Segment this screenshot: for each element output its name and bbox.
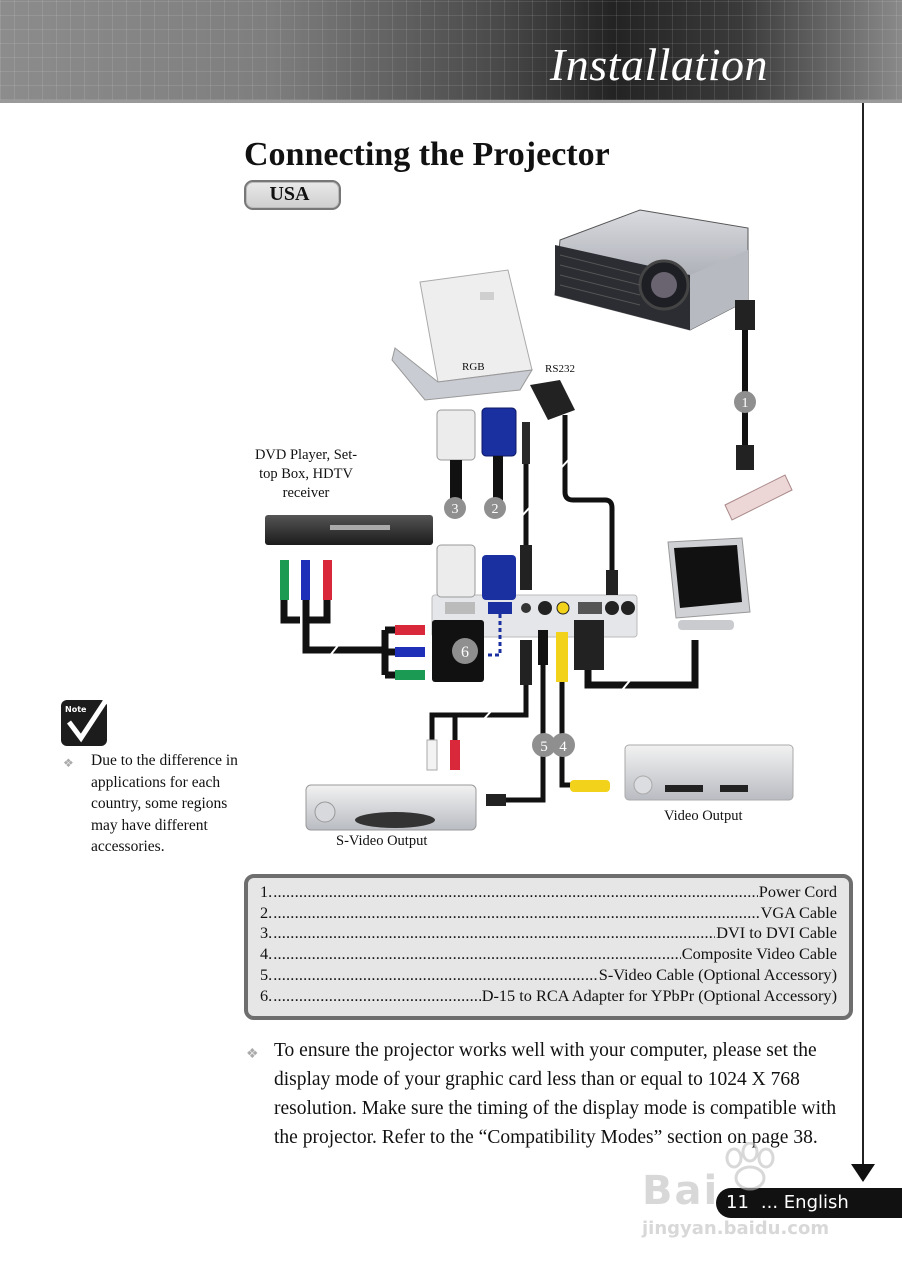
- bullet-icon: ❖: [246, 1047, 259, 1062]
- cable-row: 3.DVI to DVI Cable: [260, 923, 837, 944]
- tip-block: ❖ To ensure the projector works well wit…: [244, 1036, 854, 1152]
- power-cord: [735, 300, 755, 470]
- marker-label-5: 5: [540, 739, 548, 755]
- marker-label-6: 6: [461, 644, 469, 661]
- note-block: ❖ Due to the difference in applications …: [63, 750, 238, 858]
- header-banner: Installation: [0, 0, 902, 103]
- marker-1: [734, 391, 756, 413]
- component-cable: [280, 560, 425, 680]
- cable-row: 6.D-15 to RCA Adapter for YPbPr (Optiona…: [260, 986, 837, 1007]
- vga-connector-bottom: [482, 555, 516, 600]
- label-rgb: RGB: [462, 361, 485, 373]
- rs232-plug: [606, 570, 618, 595]
- audio-jack-top: [522, 422, 530, 550]
- label-svideo-output: S-Video Output: [336, 833, 428, 849]
- dvi-connector-top: [436, 409, 476, 500]
- rs232-connector-top: [530, 380, 615, 575]
- monitor-icon: [667, 537, 751, 630]
- marker-label-2: 2: [492, 502, 499, 517]
- label-rs232: RS232: [545, 363, 575, 375]
- vga-connector-top: [481, 407, 517, 501]
- page-number: 11: [726, 1192, 749, 1213]
- cable-row: 5.S-Video Cable (Optional Accessory): [260, 965, 837, 986]
- dvi-connector-bottom: [436, 544, 476, 598]
- laptop-icon: [391, 269, 533, 401]
- page-title: Connecting the Projector: [244, 136, 610, 173]
- tip-text: To ensure the projector works well with …: [274, 1040, 837, 1148]
- audio-jack-bottom: [520, 545, 532, 590]
- vcr-icon: [624, 744, 794, 801]
- power-strip-icon: [724, 474, 793, 521]
- note-checkmark-icon: Note: [61, 692, 111, 746]
- section-title: Installation: [549, 39, 768, 90]
- marker-6: [452, 638, 478, 664]
- projector-icon: [554, 209, 749, 331]
- down-arrow-icon: [851, 1164, 875, 1182]
- note-label: Note: [65, 705, 87, 714]
- watermark-url: jingyan.baidu.com: [642, 1218, 830, 1239]
- marker-4: [551, 733, 575, 757]
- watermark-brand: Bai: [642, 1168, 720, 1214]
- cable-row: 1.Power Cord: [260, 882, 837, 903]
- marker-5: [532, 733, 556, 757]
- cable-row: 4.Composite Video Cable: [260, 944, 837, 965]
- region-badge: USA: [244, 180, 341, 210]
- diagram-canvas: 1 2 3 4 5 6: [265, 209, 794, 831]
- page-margin-rule: [862, 103, 864, 1165]
- cable-row: 2.VGA Cable: [260, 903, 837, 924]
- footer-language: ... English: [760, 1192, 849, 1213]
- cable-list: 1.Power Cord 2.VGA Cable 3.DVI to DVI Ca…: [244, 874, 853, 1020]
- svideo-player-icon: [305, 784, 477, 831]
- marker-label-3: 3: [452, 502, 459, 517]
- bullet-icon: ❖: [63, 756, 74, 770]
- note-text: Due to the difference in applications fo…: [91, 752, 238, 856]
- marker-label-4: 4: [559, 739, 567, 755]
- marker-2: [484, 497, 506, 519]
- lower-cables: [426, 620, 699, 806]
- cable-markers: 1 2 3 4 5 6: [444, 391, 756, 757]
- cable-break-marks: [327, 454, 633, 722]
- label-video-output: Video Output: [664, 808, 743, 824]
- dvd-player-icon: [265, 515, 433, 545]
- label-dvd-source: DVD Player, Set-top Box, HDTV receiver: [254, 447, 358, 501]
- page-footer-tab: 11 ... English: [716, 1188, 902, 1218]
- connection-diagram: 1 2 3 4 5 6 RGB RS232 DVD Player, Set-to…: [0, 200, 860, 860]
- marker-3: [444, 497, 466, 519]
- marker-label-1: 1: [742, 396, 749, 411]
